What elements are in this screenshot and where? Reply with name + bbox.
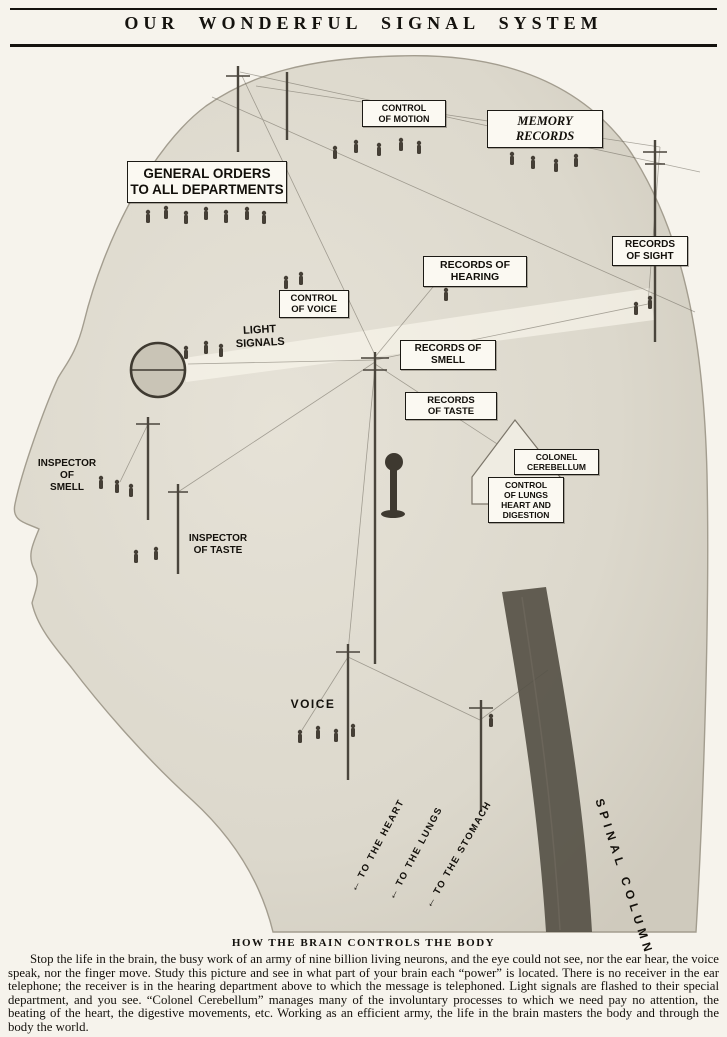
telephone-poles (136, 66, 667, 812)
label-records-of-sight: RECORDS OF SIGHT (612, 236, 688, 266)
label-colonel-cerebellum: COLONEL CEREBELLUM (514, 449, 599, 476)
label-voice: VOICE (290, 697, 336, 711)
label-light-signals: LIGHT SIGNALS (235, 323, 286, 351)
light-beam (184, 288, 654, 382)
label-control-of-lungs: CONTROL OF LUNGS HEART AND DIGESTION (488, 477, 564, 524)
label-records-of-smell: RECORDS OF SMELL (400, 340, 496, 370)
label-control-of-motion: CONTROL OF MOTION (362, 100, 446, 128)
title-rule (10, 44, 717, 47)
label-inspector-of-taste: INSPECTOR OF TASTE (188, 533, 248, 556)
illustration: CONTROL OF MOTION MEMORY RECORDS GENERAL… (0, 52, 727, 958)
ear-telephone-icon (381, 453, 405, 518)
label-general-orders: GENERAL ORDERS TO ALL DEPARTMENTS (127, 161, 287, 203)
top-rule (10, 8, 717, 10)
head-illustration (13, 54, 709, 933)
label-records-of-hearing: RECORDS OF HEARING (423, 256, 527, 287)
label-control-of-voice: CONTROL OF VOICE (279, 290, 349, 319)
page-title: OUR WONDERFUL SIGNAL SYSTEM (124, 13, 603, 33)
searchlight-icon (129, 341, 187, 399)
caption-text: Stop the life in the brain, the busy wor… (8, 952, 719, 1034)
spinal-column-texture (521, 596, 561, 931)
label-records-of-taste: RECORDS OF TASTE (405, 392, 497, 421)
label-inspector-of-smell: INSPECTOR OF SMELL (37, 458, 97, 493)
spinal-column-band (502, 587, 592, 932)
caption-title: HOW THE BRAIN CONTROLS THE BODY (231, 937, 496, 949)
label-memory-records: MEMORY RECORDS (487, 110, 603, 148)
